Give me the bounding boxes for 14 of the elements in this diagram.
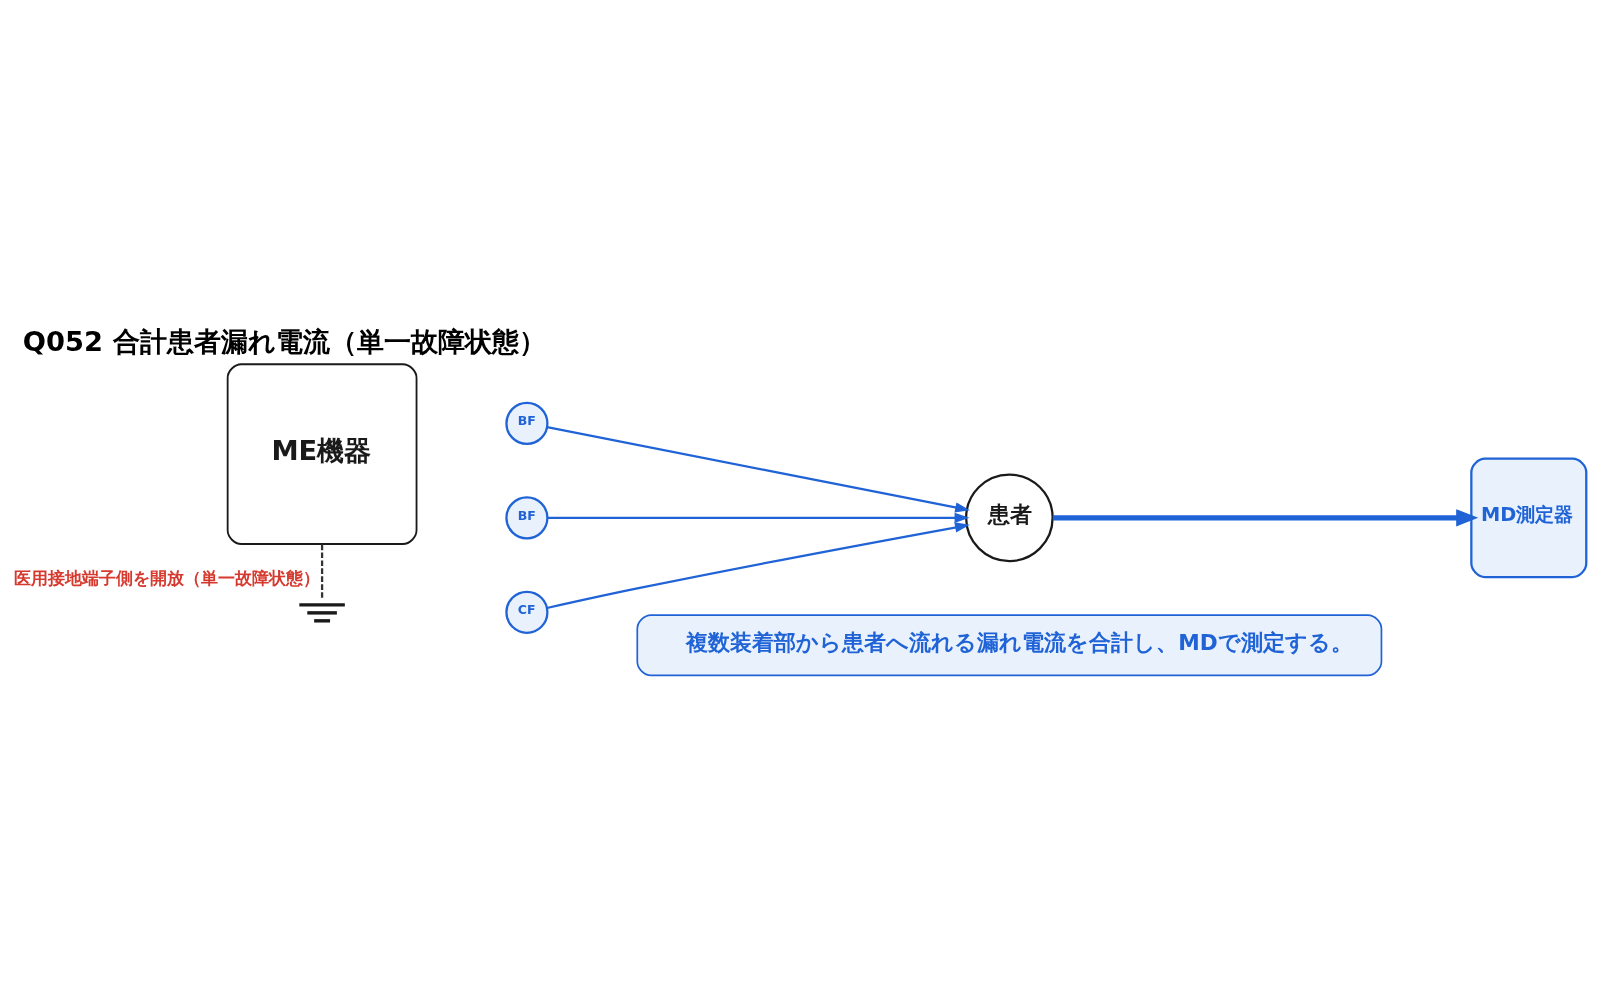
arrow: [546, 521, 970, 609]
node-circle: 患者: [965, 472, 1054, 562]
node-circle: BF: [505, 495, 549, 539]
connector: [320, 543, 324, 598]
node-box: ME機器: [226, 362, 418, 545]
node-box: MD測定器: [1470, 457, 1588, 578]
node-box: 複数装着部から患者へ流れる漏れ電流を合計し、MDで測定する。: [636, 613, 1383, 676]
edge-label: 医用接地端子側を開放（単一故障状態）: [13, 567, 320, 588]
arrow: [546, 425, 970, 513]
arrow: [1052, 508, 1479, 527]
arrow: [547, 512, 970, 523]
diagram-title: Q052 合計患者漏れ電流（単一故障状態）: [22, 325, 546, 357]
node-circle: BF: [505, 401, 549, 445]
node-circle: CF: [505, 590, 549, 634]
